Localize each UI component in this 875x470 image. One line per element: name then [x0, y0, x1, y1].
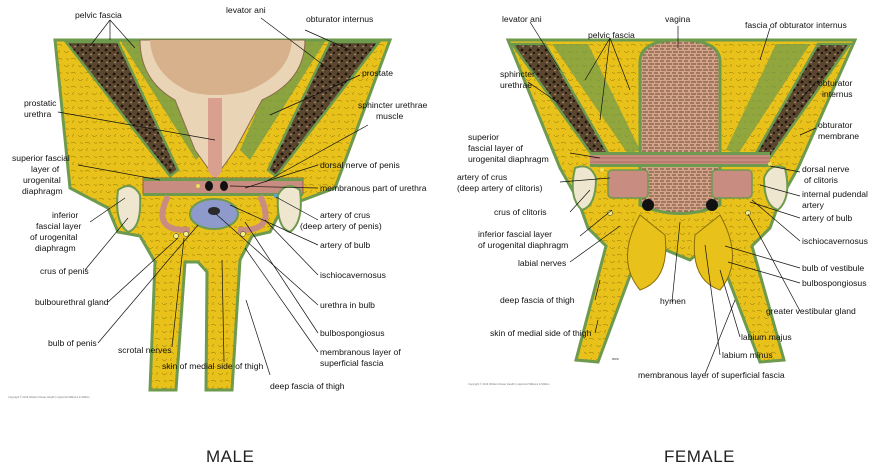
- male-prostatic-urethra: [208, 98, 222, 178]
- label-f-superior-fascial-3: urogenital diaphragm: [468, 154, 549, 164]
- male-copyright: Copyright © 2013 Wolters Kluwer Health |…: [8, 395, 90, 399]
- female-vagina: [640, 40, 720, 214]
- caption-male: MALE: [206, 447, 254, 466]
- label-deep-fascia: deep fascia of thigh: [270, 381, 345, 391]
- label-f-obturator-membrane-1: obturator: [818, 120, 853, 130]
- label-f-inferior-fascial-2: of urogenital diaphragm: [478, 240, 568, 250]
- label-sphincter-2: muscle: [376, 111, 403, 121]
- female-bulb-left: [642, 199, 654, 211]
- female-inferior-fascial-layer: [590, 164, 770, 167]
- label-f-superior-fascial-2: fascial layer of: [468, 143, 524, 153]
- label-inferior-fascial-1: inferior: [52, 210, 78, 220]
- label-f-dorsal-nerve-1: dorsal nerve: [802, 164, 850, 174]
- male-superior-fascial-layer: [143, 178, 303, 181]
- label-f-labial-nerves: labial nerves: [518, 258, 566, 268]
- label-f-greater-vestibular: greater vestibular gland: [766, 306, 856, 316]
- male-membranous-urethra-b: [220, 181, 228, 191]
- label-f-sphincter-1: sphincter: [500, 69, 535, 79]
- male-diagram: pelvic fascia levator ani obturator inte…: [8, 5, 427, 466]
- label-membranous-urethra: membranous part of urethra: [320, 183, 427, 193]
- label-artery-of-bulb: artery of bulb: [320, 240, 370, 250]
- label-f-skin-thigh: skin of medial side of thigh: [490, 328, 591, 338]
- label-f-artery-crus-1: artery of crus: [457, 172, 507, 182]
- label-inferior-fascial-2: fascial layer: [36, 221, 82, 231]
- label-f-artery-bulb: artery of bulb: [802, 213, 852, 223]
- female-ischiocavernosus-left: [608, 170, 648, 198]
- label-f-fascia-obturator: fascia of obturator internus: [745, 20, 847, 30]
- female-gland-right: [746, 211, 751, 216]
- label-f-vagina: vagina: [665, 14, 691, 24]
- female-bulb-right: [706, 199, 718, 211]
- label-membranous-layer-1: membranous layer of: [320, 347, 401, 357]
- label-inferior-fascial-4: diaphragm: [35, 243, 76, 253]
- label-prostatic-urethra-1: prostatic: [24, 98, 57, 108]
- male-lead-bulbospongiosus: [245, 222, 318, 333]
- label-bulbourethral-gland: bulbourethral gland: [35, 297, 109, 307]
- male-bulbourethral-gland-left: [174, 234, 179, 239]
- label-f-inferior-fascial-1: inferior fascial layer: [478, 229, 552, 239]
- female-copyright: Copyright © 2013 Wolters Kluwer Health |…: [468, 382, 550, 386]
- label-f-hymen: hymen: [660, 296, 686, 306]
- label-superior-fascial-1: superior fascial: [12, 153, 70, 163]
- label-superior-fascial-2: layer of: [31, 164, 60, 174]
- male-dorsal-nerve-left: [196, 184, 200, 188]
- male-bulbourethral-gland-b: [184, 232, 189, 237]
- label-bulb-of-penis: bulb of penis: [48, 338, 97, 348]
- label-f-obturator-internus-1: obturator: [818, 78, 853, 88]
- label-scrotal-nerves: scrotal nerves: [118, 345, 172, 355]
- label-f-dorsal-nerve-2: of clitoris: [804, 175, 838, 185]
- label-bulbospongiosus: bulbospongiosus: [320, 328, 385, 338]
- label-sphincter-1: sphincter urethrae: [358, 100, 427, 110]
- male-urethra-in-bulb: [208, 207, 220, 215]
- label-f-pelvic-fascia: pelvic fascia: [588, 30, 635, 40]
- label-pelvic-fascia: pelvic fascia: [75, 10, 122, 20]
- label-ischiocavernosus: ischiocavernosus: [320, 270, 386, 280]
- male-lead-crus: [85, 218, 128, 270]
- label-f-ischiocavernosus: ischiocavernosus: [802, 236, 868, 246]
- label-skin-thigh: skin of medial side of thigh: [162, 361, 263, 371]
- label-superior-fascial-4: diaphragm: [22, 186, 63, 196]
- female-dorsal-nerve-left: [600, 168, 604, 172]
- label-f-crus-clitoris: crus of clitoris: [494, 207, 547, 217]
- label-f-membranous-layer: membranous layer of superficial fascia: [638, 370, 785, 380]
- label-f-sphincter-2: urethrae: [500, 80, 532, 90]
- male-bulbourethral-gland-right: [241, 232, 246, 237]
- label-prostate: prostate: [362, 68, 393, 78]
- label-f-internal-pudendal-2: artery: [802, 200, 825, 210]
- label-f-obturator-membrane-2: membrane: [818, 131, 859, 141]
- male-membranous-urethra: [205, 181, 213, 191]
- label-membranous-layer-2: superficial fascia: [320, 358, 384, 368]
- label-f-labium-minus: labium minus: [722, 350, 773, 360]
- label-f-obturator-internus-2: internus: [822, 89, 853, 99]
- label-urethra-in-bulb: urethra in bulb: [320, 300, 375, 310]
- female-lead-membranous-layer: [705, 300, 735, 374]
- female-artist-mark: wvc: [612, 356, 619, 361]
- label-dorsal-nerve: dorsal nerve of penis: [320, 160, 400, 170]
- label-f-bulbospongiosus: bulbospongiosus: [802, 278, 867, 288]
- label-f-bulb-vestibule: bulb of vestibule: [802, 263, 864, 273]
- label-crus-of-penis: crus of penis: [40, 266, 89, 276]
- label-f-levator-ani: levator ani: [502, 14, 542, 24]
- female-superior-fascial-layer: [590, 152, 770, 155]
- label-f-labium-majus: labium majus: [741, 332, 792, 342]
- label-f-internal-pudendal-1: internal pudendal: [802, 189, 868, 199]
- label-obturator-internus: obturator internus: [306, 14, 373, 24]
- label-levator-ani: levator ani: [226, 5, 266, 15]
- label-prostatic-urethra-2: urethra: [24, 109, 51, 119]
- female-ischiocavernosus-right: [712, 170, 752, 198]
- female-diagram: levator ani pelvic fascia vagina fascia …: [457, 14, 868, 466]
- label-f-superior-fascial-1: superior: [468, 132, 499, 142]
- label-superior-fascial-3: urogenital: [23, 175, 61, 185]
- label-f-artery-crus-2: (deep artery of clitoris): [457, 183, 543, 193]
- label-f-deep-fascia: deep fascia of thigh: [500, 295, 575, 305]
- label-artery-of-crus-1: artery of crus: [320, 210, 370, 220]
- label-inferior-fascial-3: of urogenital: [30, 232, 77, 242]
- caption-female: FEMALE: [664, 447, 735, 466]
- label-artery-of-crus-2: (deep artery of penis): [300, 221, 382, 231]
- female-dorsal-nerve-right: [768, 162, 772, 166]
